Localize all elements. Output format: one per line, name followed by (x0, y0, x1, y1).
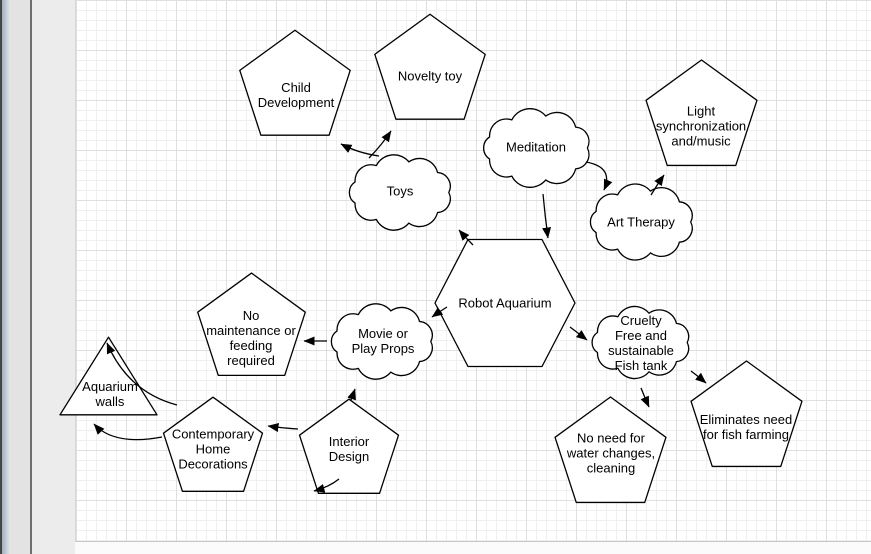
node-toys-label[interactable]: Toys (386, 183, 414, 199)
bottom-scroll-area[interactable] (75, 542, 871, 554)
edge-meditation-robot-aquarium[interactable] (542, 193, 552, 239)
canvas-margin (32, 0, 75, 554)
edge-cruelty-free-water-changes[interactable] (640, 387, 650, 408)
node-movie-props-label[interactable]: Movie or Play Props (351, 326, 415, 356)
node-robot-aquarium-label[interactable]: Robot Aquarium (458, 295, 552, 311)
collapsed-side-panel[interactable] (9, 0, 32, 554)
node-light-sync-label[interactable]: Light synchronization and/music (655, 103, 747, 149)
edge-robot-aquarium-cruelty-free[interactable] (569, 326, 588, 341)
node-home-decorations-label[interactable]: Contemporary Home Decorations (171, 426, 255, 472)
edge-art-therapy-light-sync[interactable] (650, 174, 665, 196)
node-novelty-toy-label[interactable]: Novelty toy (397, 68, 463, 84)
edge-toys-child-development[interactable] (340, 143, 380, 157)
edge-robot-aquarium-movie-props[interactable] (431, 306, 448, 318)
edge-meditation-art-therapy[interactable] (585, 161, 613, 191)
edge-home-decorations-aquarium-walls-top[interactable] (106, 342, 178, 406)
edge-robot-aquarium-toys[interactable] (458, 229, 474, 246)
edge-interior-design-home-decorations[interactable] (267, 423, 299, 432)
edge-interior-design-movie-props[interactable] (347, 388, 356, 401)
edge-home-decorations-aquarium-walls-side[interactable] (93, 423, 163, 441)
window-edge (0, 0, 9, 554)
edge-interior-design-dangling[interactable] (313, 478, 340, 493)
node-no-maintenance-label[interactable]: No maintenance or feeding required (206, 308, 296, 368)
node-cruelty-free-label[interactable]: Cruelty Free and sustainable Fish tank (608, 313, 674, 373)
node-meditation-label[interactable]: Meditation (506, 139, 566, 155)
node-water-changes-label[interactable]: No need for water changes, cleaning (566, 430, 656, 476)
node-aquarium-walls-label[interactable]: Aquarium walls (82, 379, 138, 409)
node-fish-farming-label[interactable]: Eliminates need for fish farming (699, 412, 793, 442)
node-interior-design-label[interactable]: Interior Design (328, 434, 370, 464)
node-art-therapy-label[interactable]: Art Therapy (607, 214, 675, 230)
edge-toys-novelty-toy[interactable] (368, 130, 392, 159)
node-child-development-label[interactable]: Child Development (257, 80, 335, 110)
edge-cruelty-free-fish-farming[interactable] (690, 370, 707, 384)
